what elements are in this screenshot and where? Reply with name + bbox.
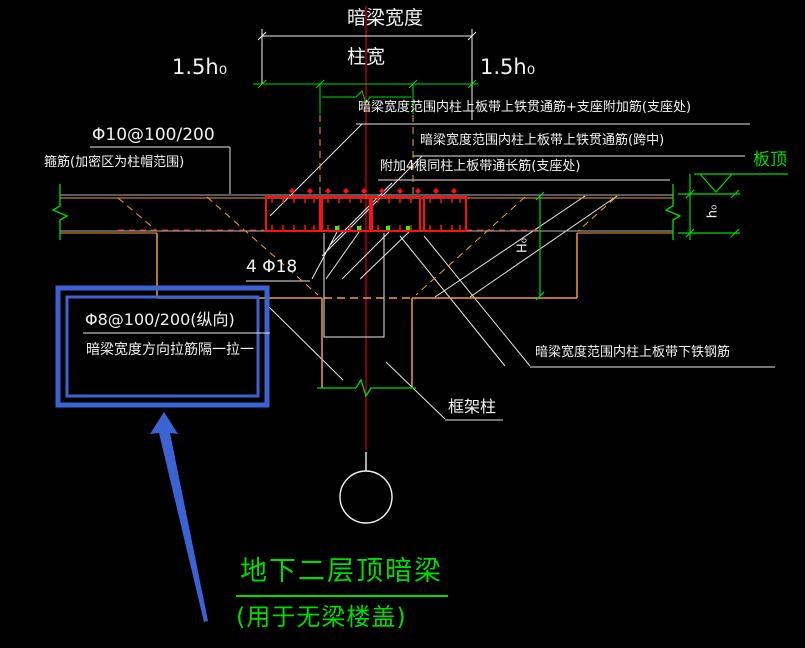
top-bar-symbols <box>289 188 457 194</box>
frame-column-label: 框架柱 <box>448 397 497 416</box>
rebar-tick-marks <box>271 197 461 231</box>
note-leader-lines <box>90 123 775 421</box>
beam-width-dimension <box>257 29 477 120</box>
top-rebar-note-3: 附加4根同柱上板带通长筋(支座处) <box>380 159 581 174</box>
bottom-bars-label: 4 Φ18 <box>246 257 298 277</box>
bottom-rebar-note: 暗梁宽度范围内柱上板带下铁钢筋 <box>535 345 731 360</box>
stirrup-boxes <box>265 196 467 232</box>
offset-right-label: 1.5h₀ <box>480 55 536 79</box>
slab-top-label: 板顶 <box>753 150 787 170</box>
section-mark-circle <box>339 452 393 524</box>
highlight-box <box>55 285 270 408</box>
offset-left-label: 1.5h₀ <box>172 55 228 79</box>
highlight-arrow <box>150 412 208 622</box>
column-width-label: 柱宽 <box>346 46 385 68</box>
effective-depth-dimension <box>678 174 740 240</box>
tie-bar-spec-label: Φ8@100/200(纵向) <box>85 310 235 329</box>
overall-depth-dimension <box>535 191 545 301</box>
drawing-subtitle: (用于无梁楼盖) <box>236 603 407 631</box>
bottom-bar-dots <box>335 226 410 230</box>
top-rebar-note-2: 暗梁宽度范围内柱上板带上铁贯通筋(跨中) <box>420 133 665 148</box>
tie-bar-note: 暗梁宽度方向拉筋隔一拉一 <box>86 342 254 358</box>
stirrup-spec-label: Φ10@100/200 <box>92 125 215 145</box>
beam-width-dimension-label: 暗梁宽度 <box>346 7 423 29</box>
level-symbol-icon <box>694 173 788 193</box>
column-width-dimension <box>253 79 478 114</box>
stirrup-zone-note: 箍筋(加密区为柱帽范围) <box>44 155 185 170</box>
drawing-title: 地下二层顶暗梁 <box>240 556 443 587</box>
effective-depth-label: h₀ <box>705 204 721 219</box>
column-core-outline <box>323 233 385 338</box>
overall-depth-label: H₀ <box>515 237 531 253</box>
top-rebar-note-1: 暗梁宽度范围内柱上板带上铁贯通筋+支座附加筋(支座处) <box>358 100 692 115</box>
break-symbols <box>51 184 682 398</box>
